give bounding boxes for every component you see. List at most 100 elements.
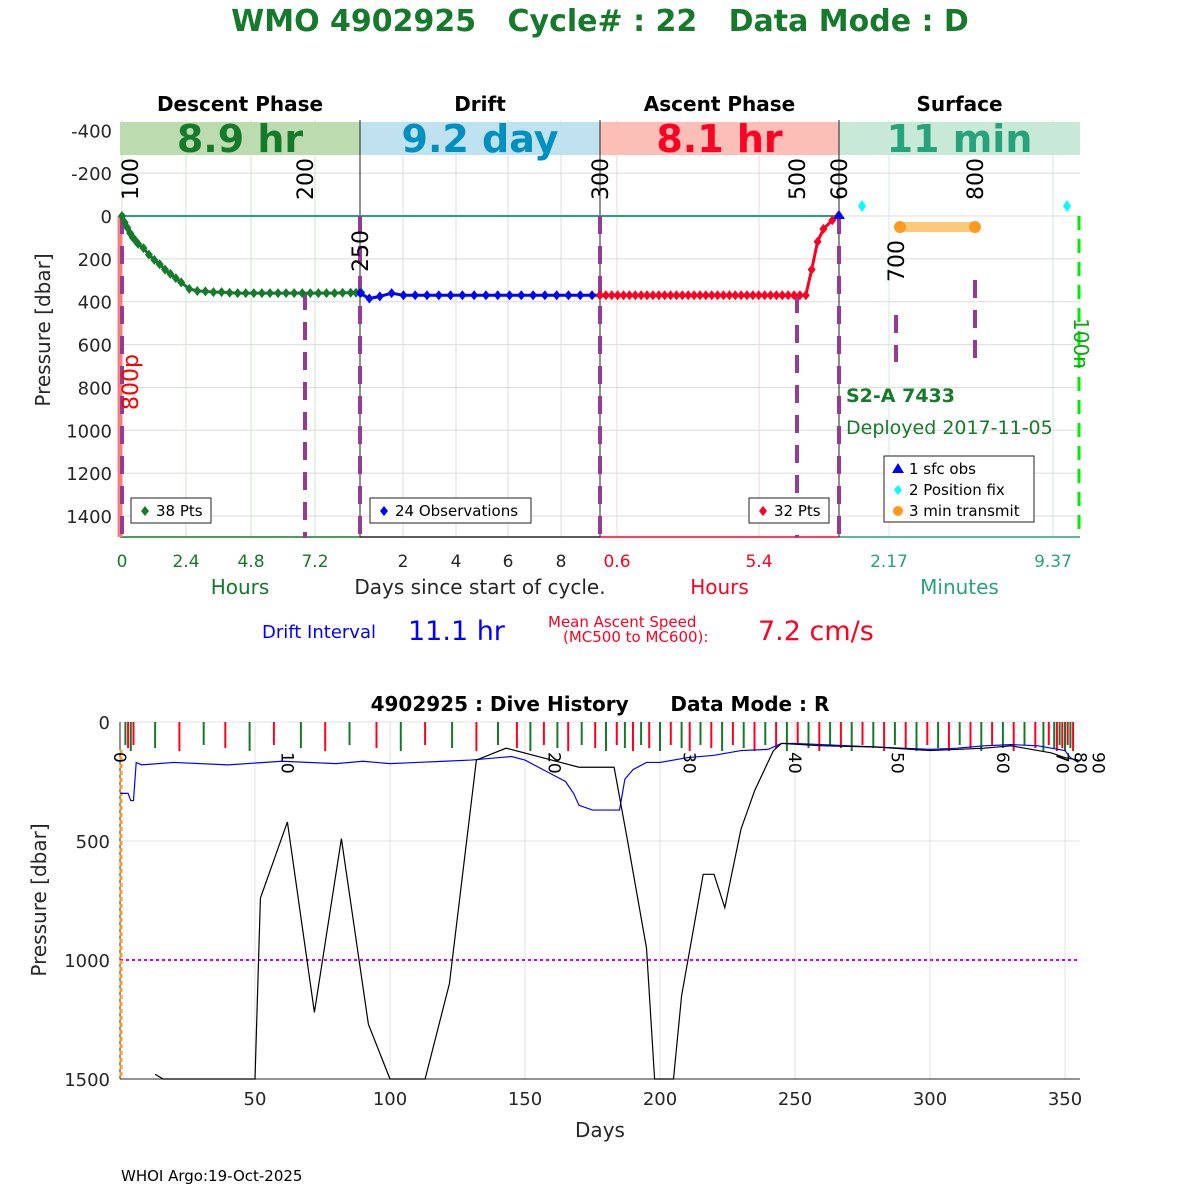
phase-duration: 8.1 hr	[656, 117, 783, 161]
ascent-point	[601, 290, 610, 301]
y-tick-label: -400	[71, 121, 112, 142]
descent-point	[209, 287, 218, 298]
legend-marker	[759, 506, 767, 516]
descent-point	[150, 254, 159, 265]
drift-point	[399, 290, 408, 301]
mission-cycle-label: 500	[786, 158, 811, 200]
legend-marker	[892, 463, 904, 473]
y-tick-label: 600	[78, 336, 112, 357]
legend-marker	[894, 485, 902, 495]
x-tick-label: 50	[244, 1089, 267, 1110]
phase-unit-label: Hours	[690, 575, 749, 599]
ascent-point	[690, 290, 699, 301]
drift-point	[446, 290, 455, 301]
ascent-point	[643, 290, 652, 301]
ascent-point	[778, 290, 787, 301]
y-tick-label: 500	[76, 832, 110, 853]
y-tick-label: 1000	[66, 421, 112, 442]
descent-point	[265, 288, 274, 299]
descent-point	[225, 287, 234, 298]
figure-title: WMO 4902925 Cycle# : 22 Data Mode : D	[231, 4, 969, 39]
drift-point	[529, 290, 538, 301]
drift-point	[434, 290, 443, 301]
y-tick-label: 800	[78, 378, 112, 399]
y-tick-label: 1400	[66, 507, 112, 528]
legend-label: 1 sfc obs	[909, 460, 976, 478]
ascent-point	[707, 290, 716, 301]
ascent-point	[819, 223, 828, 234]
legend-marker	[380, 506, 388, 516]
phase-band	[839, 122, 1080, 155]
x-tick-label: 350	[1048, 1089, 1082, 1110]
mission-cycle-label: 200	[294, 158, 319, 200]
descent-point	[322, 288, 331, 299]
drift-interval-value: 11.1 hr	[408, 616, 506, 647]
legend-label: 38 Pts	[156, 502, 203, 520]
drift-point	[470, 290, 479, 301]
x-tick-label: 200	[643, 1089, 677, 1110]
cycle-profile-chart: -400-2000200400600800100012001400Descent…	[31, 92, 1093, 647]
phase-duration: 11 min	[887, 117, 1033, 161]
descent-point	[241, 288, 250, 299]
y-axis-label: Pressure [dbar]	[31, 253, 55, 406]
descent-point	[217, 287, 226, 298]
transmit-marker	[894, 221, 906, 233]
cycle-label: 50	[887, 752, 907, 774]
ascent-point	[648, 290, 657, 301]
ascent-point	[684, 290, 693, 301]
ascent-point	[772, 290, 781, 301]
drift-point	[411, 290, 420, 301]
ascent-speed-value: 7.2 cm/s	[758, 616, 874, 647]
drift-point	[564, 290, 573, 301]
x-tick-label: 9.37	[1034, 552, 1072, 572]
descent-point	[201, 286, 210, 297]
drift-point	[422, 290, 431, 301]
x-tick-label: 250	[778, 1089, 812, 1110]
bathymetry-line	[154, 742, 1079, 1080]
ascent-point	[660, 290, 669, 301]
phase-duration: 9.2 day	[402, 117, 559, 161]
x-tick-label: 2	[398, 552, 409, 572]
ascent-point	[766, 290, 775, 301]
ascent-point	[678, 290, 687, 301]
x-tick-label: 5.4	[745, 552, 772, 572]
ascent-speed-label-2: (MC500 to MC600):	[563, 628, 708, 646]
drift-line	[359, 291, 600, 301]
drift-point	[387, 288, 396, 299]
legend-label: 32 Pts	[774, 502, 821, 520]
drift-point	[540, 290, 549, 301]
cycle-label: 60	[992, 752, 1012, 774]
drift-interval-label: Drift Interval	[262, 622, 376, 643]
cycle-label: 80	[1069, 752, 1089, 774]
mission-cycle-label: 250	[349, 230, 374, 272]
drift-point	[458, 290, 467, 301]
descent-point	[139, 243, 148, 254]
drift-point	[481, 290, 490, 301]
ascent-point	[754, 290, 763, 301]
cycle-label: 20	[544, 752, 564, 774]
y-tick-label: 1200	[66, 464, 112, 485]
drift-point	[356, 288, 365, 299]
ascent-point	[719, 290, 728, 301]
mission-cycle-label: 100	[119, 158, 144, 200]
end-label: 100n	[1069, 318, 1093, 369]
phase-band	[600, 122, 839, 155]
ascent-speed-label: Mean Ascent Speed	[548, 613, 696, 631]
mission-cycle-label: 700	[885, 240, 910, 282]
surface-obs-marker	[833, 210, 845, 219]
ascent-point	[748, 290, 757, 301]
x-tick-label: 8	[556, 552, 567, 572]
cycle-label: 70	[1051, 752, 1071, 774]
y-tick-label: 0	[99, 713, 110, 734]
phase-unit-label: Hours	[211, 575, 270, 599]
drift-point	[505, 290, 514, 301]
mission-cycle-label: 300	[589, 158, 614, 200]
y-tick-label: 0	[101, 207, 112, 228]
cycle-label: 0	[109, 752, 129, 763]
descent-point	[155, 259, 164, 270]
phase-band	[120, 122, 360, 155]
x-tick-label: 2.4	[172, 552, 199, 572]
position-fix-marker	[1063, 200, 1071, 212]
y-tick-label: -200	[71, 164, 112, 185]
